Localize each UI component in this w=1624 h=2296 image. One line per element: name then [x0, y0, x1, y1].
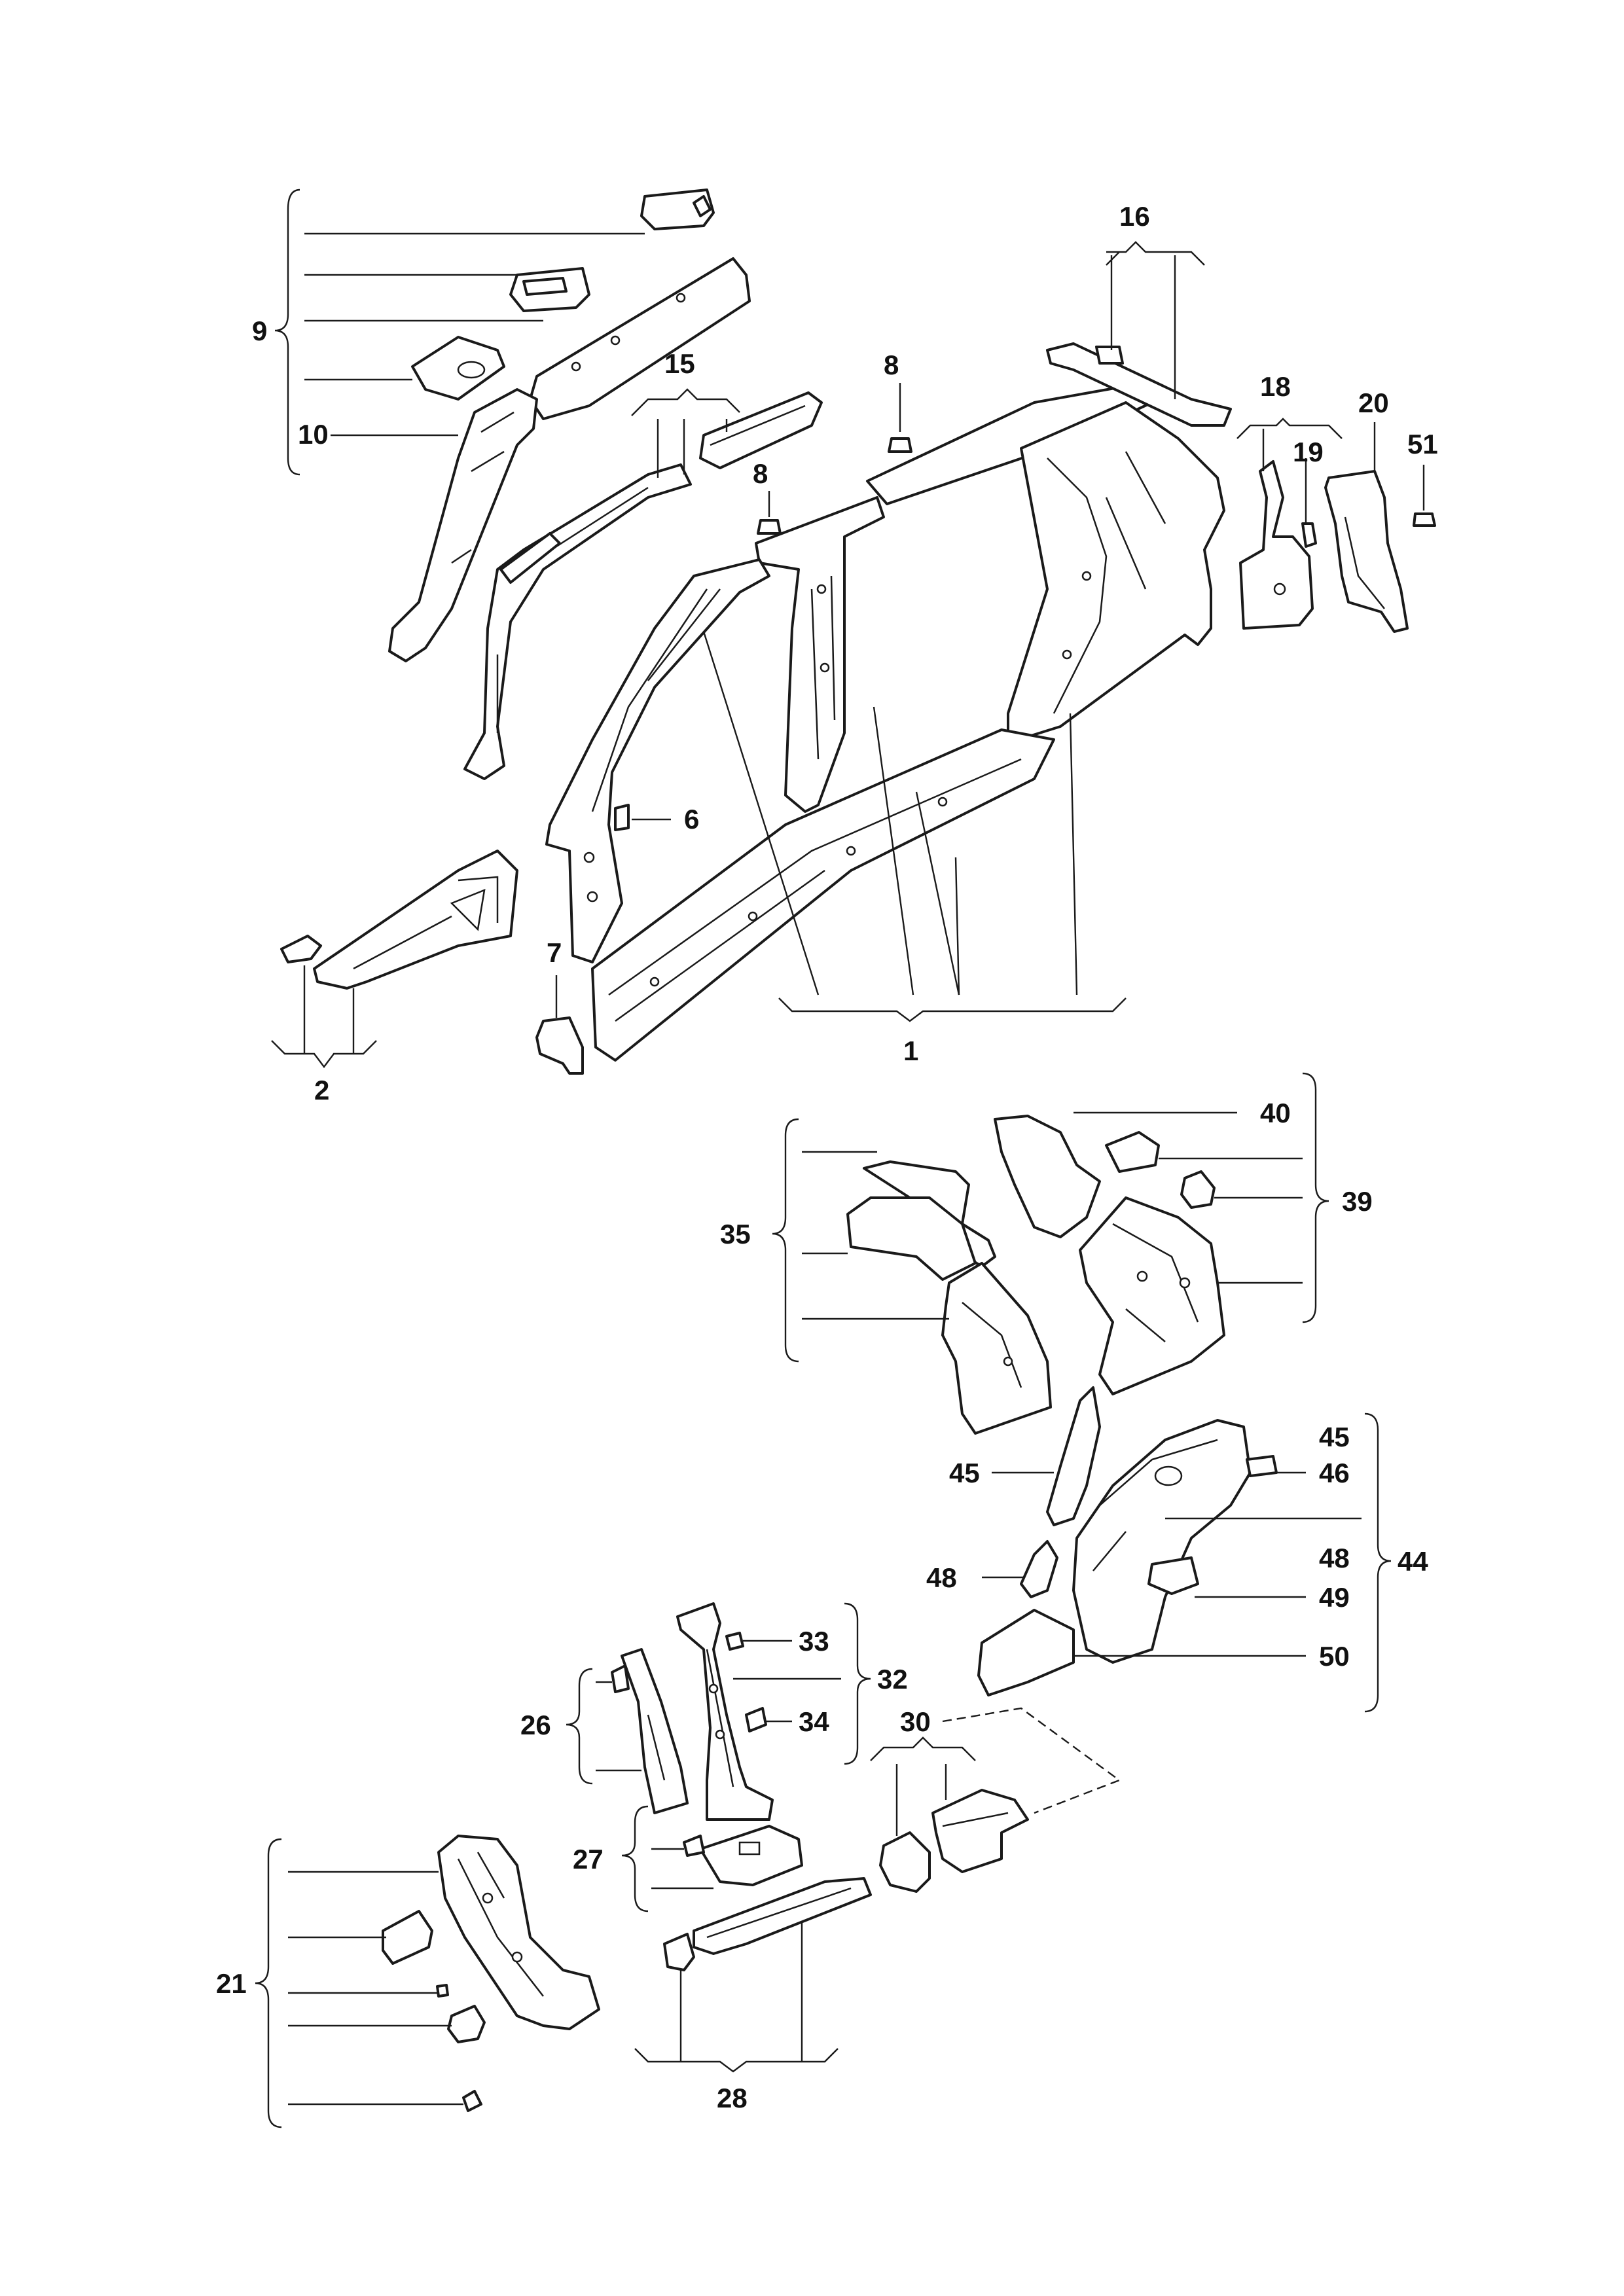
callout-51: 51 — [1407, 429, 1438, 459]
callout-16: 16 — [1119, 201, 1150, 232]
group-28-parts — [663, 1877, 872, 1971]
group-27-parts — [683, 1825, 803, 1886]
group-44-parts — [977, 1386, 1278, 1696]
group-32-parts — [676, 1602, 774, 1821]
callout-7: 7 — [547, 937, 562, 968]
callout-18: 18 — [1260, 371, 1291, 402]
callout-46: 46 — [1319, 1458, 1350, 1488]
group-15-leaders — [631, 388, 740, 478]
group-27-leaders — [621, 1805, 713, 1912]
callout-49: 49 — [1319, 1582, 1350, 1613]
group-44-leaders — [982, 1412, 1392, 1713]
bracket-7 — [535, 975, 584, 1075]
group-39-leaders — [1074, 1072, 1329, 1323]
callout-9: 9 — [252, 315, 267, 346]
callout-8-lower: 8 — [753, 458, 768, 489]
callout-27: 27 — [573, 1844, 604, 1874]
callout-19: 19 — [1293, 437, 1324, 467]
callout-6: 6 — [684, 804, 699, 834]
group-35-leaders — [772, 1118, 949, 1363]
group-1-leaders — [702, 631, 1127, 1022]
clip-51 — [1413, 465, 1436, 527]
group-32-leaders — [733, 1602, 871, 1765]
group-21-parts — [382, 1835, 600, 2112]
callout-45-left: 45 — [949, 1458, 980, 1488]
group-30-leaders — [870, 1707, 1121, 1836]
callout-15: 15 — [664, 348, 695, 379]
callout-2: 2 — [314, 1075, 329, 1105]
group-35-parts — [846, 1160, 1052, 1435]
callout-48-left: 48 — [926, 1562, 957, 1593]
callout-26: 26 — [520, 1710, 551, 1740]
group-30-parts — [879, 1789, 1029, 1893]
callout-50: 50 — [1319, 1641, 1350, 1672]
callout-30: 30 — [900, 1706, 931, 1737]
group-39-parts — [994, 1115, 1225, 1395]
callout-21: 21 — [216, 1968, 247, 1999]
callout-8-upper: 8 — [884, 350, 899, 380]
callout-45-right: 45 — [1319, 1422, 1350, 1452]
bolt-8-upper — [888, 383, 912, 453]
callout-32: 32 — [877, 1664, 908, 1695]
group-2-leaders — [271, 965, 377, 1068]
callout-33: 33 — [799, 1626, 829, 1657]
callout-40: 40 — [1260, 1098, 1291, 1128]
bolt-8-lower — [757, 491, 782, 535]
part-20 — [1324, 422, 1409, 633]
group-28-leaders — [634, 1921, 839, 2073]
group-18-parts — [1236, 418, 1343, 630]
callout-35: 35 — [720, 1219, 751, 1249]
group-9-leaders — [274, 188, 645, 476]
group-26-leaders — [566, 1668, 641, 1785]
group-26-parts — [611, 1648, 689, 1814]
callout-1: 1 — [903, 1035, 918, 1066]
main-side-panel — [545, 385, 1225, 1062]
callout-20: 20 — [1358, 387, 1389, 418]
callout-39: 39 — [1342, 1186, 1373, 1217]
callout-10: 10 — [298, 419, 329, 450]
group-9-parts — [388, 188, 751, 662]
group-16-leaders — [1106, 241, 1205, 399]
callout-34: 34 — [799, 1706, 829, 1737]
group-2-parts — [280, 850, 518, 990]
group-16-parts — [1046, 342, 1232, 427]
clip-6 — [614, 804, 671, 831]
callout-28: 28 — [717, 2083, 748, 2113]
callout-44: 44 — [1398, 1546, 1428, 1577]
group-15-parts — [463, 391, 823, 780]
group-21-leaders — [255, 1838, 463, 2128]
callout-48-right: 48 — [1319, 1543, 1350, 1573]
